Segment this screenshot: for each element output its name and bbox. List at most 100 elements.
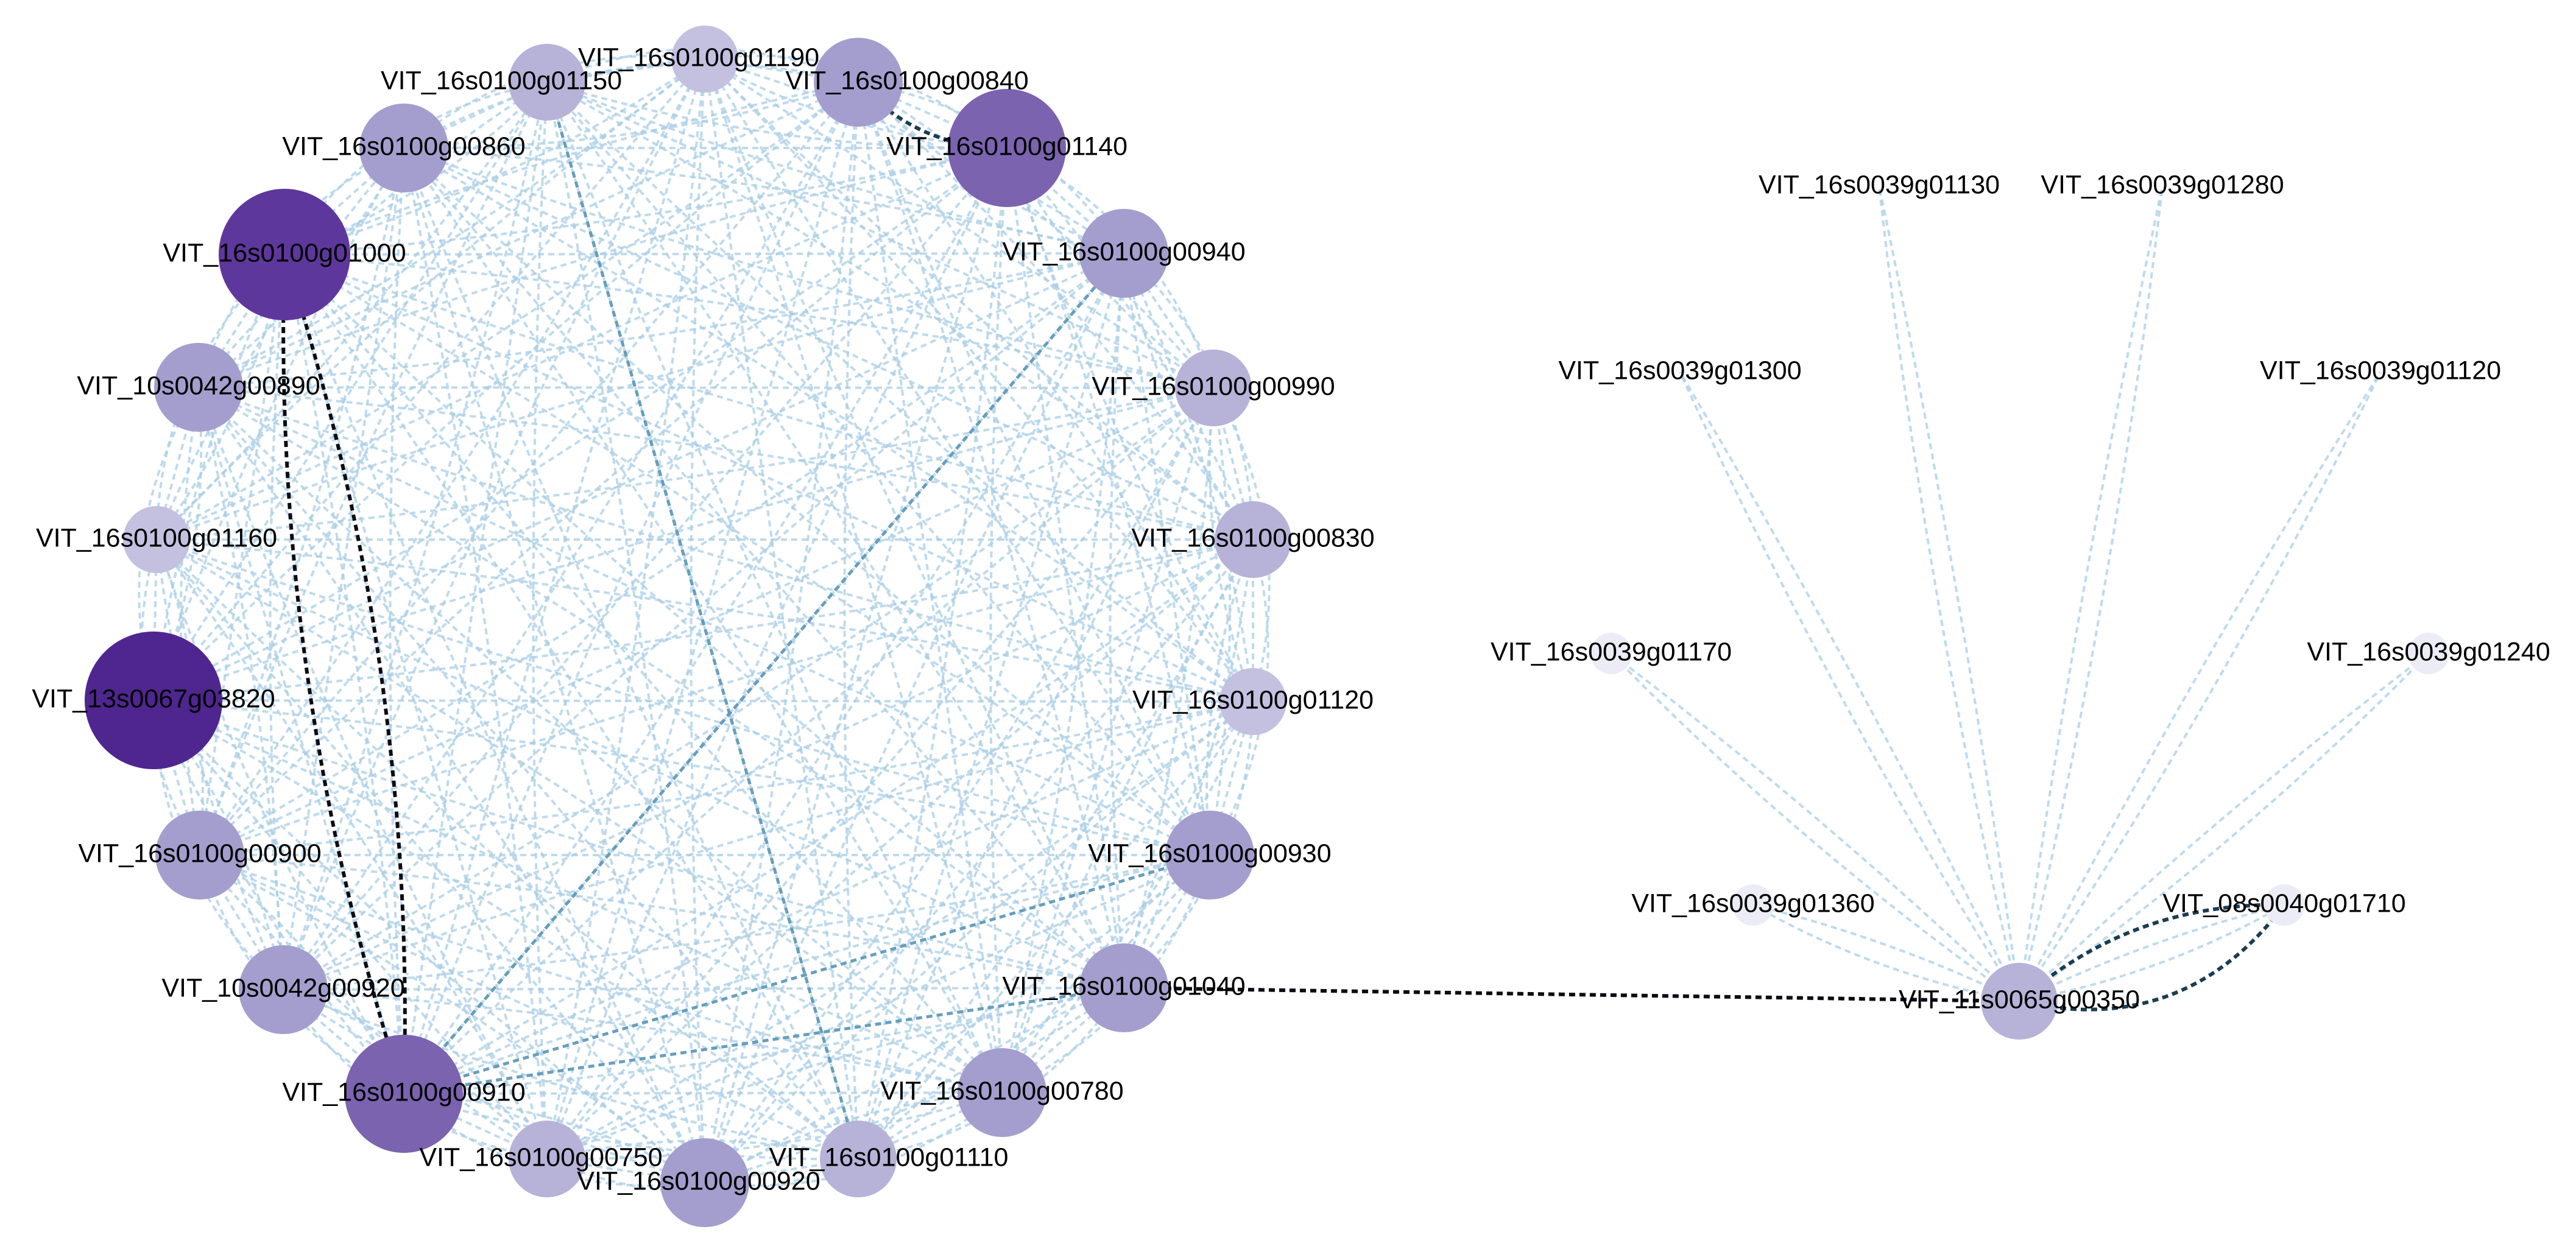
- cluster-edge: [704, 58, 1125, 988]
- cluster-edge: [198, 81, 859, 389]
- label-vit-16s0039g01280: VIT_16s0039g01280: [2041, 170, 2284, 199]
- cluster-edge: [403, 82, 859, 1094]
- cluster-edge: [403, 81, 859, 150]
- label-vit-16s0100g01120: VIT_16s0100g01120: [1132, 685, 1374, 714]
- node-vit-10s0042g00890: [154, 343, 243, 432]
- cluster-edge: [152, 700, 284, 991]
- cluster-edge: [704, 58, 859, 1160]
- cluster-edge: [857, 82, 1125, 988]
- label-vit-16s0100g01160: VIT_16s0100g01160: [36, 523, 277, 552]
- cluster-edge: [198, 386, 1210, 856]
- node-vit-16s0100g01120: [1219, 668, 1286, 735]
- cluster-edge: [284, 58, 706, 256]
- cluster-edge: [152, 147, 405, 701]
- cluster-edge: [284, 81, 859, 256]
- cluster-edge: [284, 252, 1124, 256]
- cluster-edge: [546, 81, 1211, 856]
- cluster-edge: [152, 81, 859, 702]
- cluster-edge: [199, 254, 286, 856]
- cluster-edge: [857, 81, 1215, 389]
- cluster-edge: [403, 147, 548, 1160]
- star-edge: [2018, 652, 2430, 1002]
- star-edge: [1878, 186, 2020, 1002]
- cluster-edge: [283, 253, 1003, 1094]
- cluster-edge: [197, 386, 706, 1183]
- gene-labels: VIT_16s0100g01190VIT_16s0100g00840VIT_16…: [32, 43, 2550, 1195]
- label-vit-16s0039g01240: VIT_16s0039g01240: [2307, 637, 2550, 666]
- cluster-edge: [156, 387, 1214, 541]
- star-edge: [2018, 186, 2164, 1002]
- cluster-edge: [199, 82, 548, 856]
- cluster-edge: [546, 81, 1214, 389]
- cluster-edge: [283, 700, 1254, 991]
- cluster-edge: [197, 387, 405, 1094]
- cluster-edge: [858, 81, 1125, 255]
- cluster-edge: [198, 252, 1124, 389]
- cluster-edge: [283, 254, 548, 1160]
- cluster-edge: [403, 147, 859, 1160]
- label-vit-16s0100g00910: VIT_16s0100g00910: [282, 1077, 525, 1107]
- cluster-edge: [546, 81, 1254, 541]
- cluster-edge: [403, 538, 1254, 1095]
- cluster-edge: [153, 699, 859, 1160]
- node-vit-16s0100g01160: [123, 506, 190, 573]
- cluster-edge: [546, 81, 1125, 988]
- node-vit-08s0040g01710: [2264, 884, 2305, 926]
- cluster-edge: [197, 386, 1125, 989]
- label-vit-16s0100g00860: VIT_16s0100g00860: [282, 132, 525, 161]
- cluster-edge: [199, 81, 859, 856]
- cluster-edge: [198, 386, 1254, 541]
- cluster-edge: [546, 387, 1215, 1160]
- cluster-edge: [857, 253, 1125, 1160]
- cluster-edge: [403, 700, 1254, 1095]
- cluster-edge: [546, 854, 1210, 1160]
- cluster-edge: [283, 987, 1124, 991]
- cluster-edge: [546, 82, 1003, 1093]
- star-edge: [1679, 371, 2020, 1002]
- cluster-edge: [199, 147, 405, 856]
- cluster-edge: [155, 538, 548, 1160]
- cluster-edge: [1123, 701, 1254, 989]
- cluster-edge: [152, 81, 548, 702]
- highlighted-edge: [403, 986, 1124, 1096]
- node-vit-16s0100g01110: [820, 1121, 897, 1197]
- cluster-edge: [155, 81, 548, 541]
- label-vit-08s0040g01710: VIT_08s0040g01710: [2162, 889, 2405, 918]
- cluster-edge: [1123, 253, 1254, 702]
- node-vit-16s0100g00840: [814, 38, 903, 127]
- cluster-edge: [283, 253, 1211, 856]
- cluster-edge: [156, 538, 1124, 989]
- cluster-edge: [199, 854, 859, 1160]
- node-vit-16s0100g00860: [359, 104, 448, 192]
- cluster-edge: [989, 147, 1008, 1093]
- cluster-edge: [1209, 387, 1232, 856]
- cluster-edge: [1109, 253, 1125, 988]
- highlighted-edge: [545, 82, 860, 1160]
- cluster-edge: [1123, 539, 1254, 988]
- label-vit-16s0100g01040: VIT_16s0100g01040: [1002, 971, 1245, 1001]
- cluster-edge: [704, 58, 1211, 856]
- cluster-edge: [403, 147, 1125, 989]
- node-vit-13s0067g03820: [85, 632, 222, 769]
- cluster-edge: [403, 854, 1210, 1095]
- cluster-edge: [153, 699, 1254, 703]
- cluster-edge: [197, 147, 404, 388]
- cluster-edge: [1212, 387, 1271, 702]
- highlighted-edge: [283, 254, 407, 1094]
- cluster-edge: [857, 82, 1003, 1093]
- cluster-edge: [546, 82, 706, 1183]
- cluster-edge: [153, 252, 1124, 702]
- cluster-edge: [403, 82, 548, 1094]
- label-vit-16s0100g00830: VIT_16s0100g00830: [1131, 523, 1374, 552]
- cluster-edge: [857, 81, 1254, 703]
- node-vit-16s0039g01170: [1590, 633, 1632, 674]
- cluster-edge: [403, 58, 706, 1094]
- label-vit-16s0100g01140: VIT_16s0100g01140: [886, 132, 1127, 161]
- cluster-edge: [1001, 854, 1211, 1094]
- node-vit-16s0039g01360: [1732, 884, 1774, 926]
- node-vit-16s0100g00920: [660, 1138, 749, 1227]
- node-vit-16s0100g01000: [219, 189, 350, 320]
- cluster-edge: [156, 538, 1254, 703]
- cluster-edge: [198, 58, 706, 389]
- label-vit-16s0100g01150: VIT_16s0100g01150: [381, 66, 622, 95]
